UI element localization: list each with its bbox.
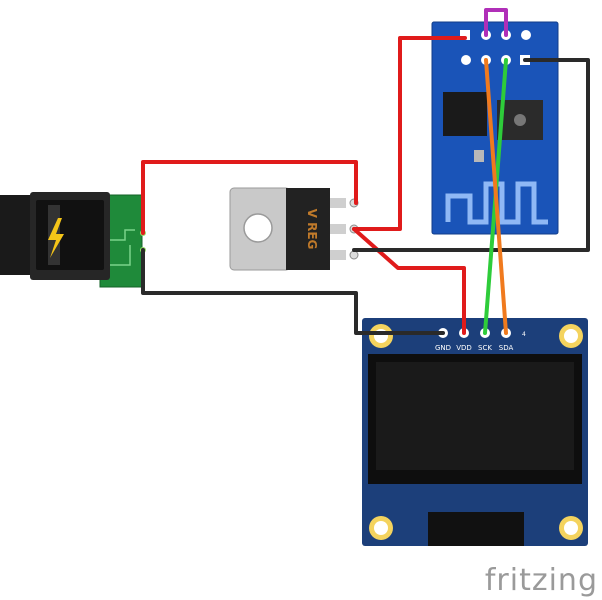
jack-board-trace (105, 229, 135, 266)
jack-opening (36, 200, 104, 270)
esp-board (431, 21, 559, 235)
esp-pin-4 (521, 30, 531, 40)
voltage-regulator: V REG (229, 187, 359, 271)
oled-corner-label: 4 (522, 331, 526, 338)
oled-mount-hole-tr-inner (564, 329, 578, 343)
oled-pin-label-sck: SCK (478, 344, 492, 352)
oled-display-module: GND VDD SCK SDA 4 (362, 318, 588, 546)
esp01-wifi-module (431, 21, 559, 235)
dc-power-jack (0, 192, 146, 288)
oled-mount-hole-br-inner (564, 521, 578, 535)
oled-mount-hole-bl-inner (374, 521, 388, 535)
wire-esp-jumper (484, 8, 508, 37)
esp-wifi-chip-icon (514, 114, 526, 126)
oled-pin-label-sda: SDA (499, 344, 514, 352)
oled-screen (376, 362, 574, 470)
esp-pin-5 (461, 55, 471, 65)
wire-gnd-reg-to-esp (352, 58, 590, 252)
regulator-mounting-hole (243, 213, 273, 243)
regulator-lead-in (330, 198, 346, 208)
lightning-bolt-icon (48, 218, 64, 258)
fritzing-logo: fritzing (485, 563, 598, 598)
regulator-body (286, 188, 330, 270)
wire-reg-out-to-esp-vcc (352, 36, 467, 231)
oled-ribbon (428, 512, 524, 546)
esp-chip-large (443, 92, 487, 136)
esp-pin-1 (460, 30, 470, 40)
regulator-pin-out (349, 250, 359, 260)
regulator-label: V REG (305, 209, 319, 250)
regulator-lead-gnd (330, 224, 346, 234)
oled-pin-label-gnd: GND (435, 344, 451, 352)
wire-reg-out-to-oled-vdd (352, 227, 466, 335)
wire-gnd-jack-to-bus (141, 248, 445, 335)
wires (141, 8, 590, 335)
wire-jack-to-reg-in (141, 160, 358, 235)
regulator-lead-out (330, 250, 346, 260)
esp-antenna-trace (445, 181, 548, 225)
oled-pin-label-vdd: VDD (456, 344, 472, 352)
wire-esp-to-sda (484, 58, 508, 335)
esp-led (474, 150, 484, 162)
